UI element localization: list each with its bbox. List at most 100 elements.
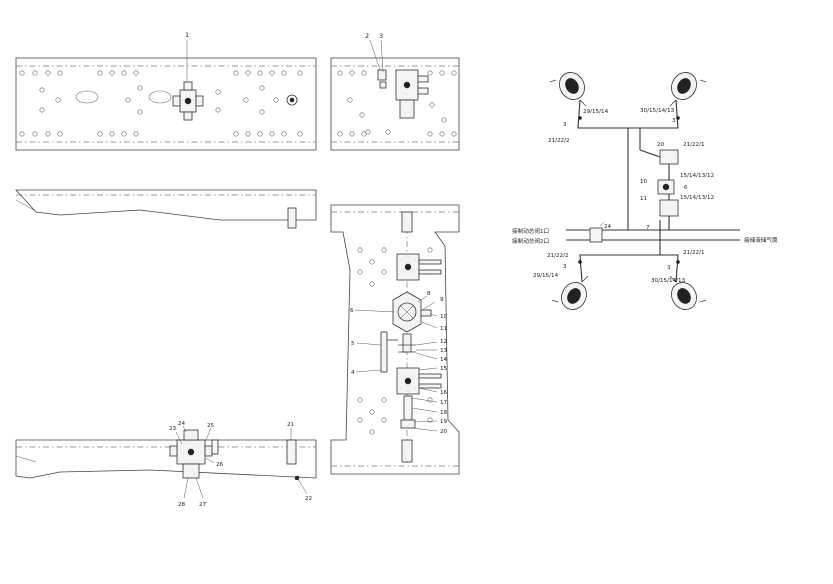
mounting-hole: [349, 70, 355, 76]
schematic-label: 6: [684, 185, 688, 191]
schematic-label: 30/15/14/13: [640, 108, 675, 114]
mounting-hole: [347, 97, 353, 103]
mounting-hole: [109, 131, 115, 137]
schematic-label: 29/15/14: [583, 109, 609, 115]
schematic-label: 21/22/2: [547, 253, 569, 259]
callout-label: 4: [351, 370, 355, 376]
mounting-hole: [233, 131, 239, 137]
mounting-hole: [125, 97, 131, 103]
brake-chamber-bottom-left: [551, 275, 589, 310]
mounting-hole: [297, 70, 303, 76]
schematic-label: 3: [672, 118, 676, 124]
callout-label: 27: [199, 502, 207, 508]
mounting-hole: [243, 97, 249, 103]
mounting-hole: [381, 269, 387, 275]
mounting-hole: [439, 131, 445, 137]
schematic-label: 29/15/14: [533, 273, 559, 279]
mounting-hole: [259, 109, 265, 115]
callout-label: 5: [351, 341, 355, 347]
mounting-hole: [357, 269, 363, 275]
callout-label: 24: [178, 421, 186, 427]
callout-label: 25: [207, 423, 215, 429]
mounting-hole: [357, 397, 363, 403]
mounting-hole: [215, 107, 221, 113]
mounting-hole: [45, 131, 51, 137]
relay-valve-assembly: [377, 69, 429, 119]
mounting-hole: [361, 70, 367, 76]
mounting-hole: [97, 131, 103, 137]
mounting-hole: [441, 117, 447, 123]
schematic-label: 24: [604, 224, 612, 230]
mounting-hole: [439, 70, 445, 76]
callout-label: 26: [216, 462, 224, 468]
callout-label: 6: [350, 308, 354, 314]
callout-label: 1: [185, 31, 189, 39]
frame-plan-view-right: 2 3: [330, 32, 460, 151]
mounting-hole: [427, 131, 433, 137]
callout-label: 13: [440, 348, 448, 354]
schematic-label: 21/22/2: [548, 138, 570, 144]
brake-air-schematic: 29/15/14 30/15/14/13 3 3 21/22/2 21/22/1…: [512, 72, 778, 310]
mounting-hole: [233, 70, 239, 76]
schematic-label: 3: [563, 264, 567, 270]
callout-label: 28: [178, 502, 186, 508]
mounting-hole: [121, 70, 127, 76]
mounting-hole: [57, 131, 63, 137]
mounting-hole: [259, 85, 265, 91]
callout-label: 10: [440, 314, 448, 320]
schematic-label: 3: [563, 122, 567, 128]
schematic-relay-valve-20: [659, 149, 679, 165]
brake-chamber-top-left: [549, 72, 587, 107]
valve-part-1: [172, 81, 204, 121]
schematic-label: 3: [667, 265, 671, 271]
schematic-label: 接储液储气筒: [744, 236, 778, 244]
mounting-hole: [257, 70, 263, 76]
schematic-label: 7: [646, 225, 650, 231]
main-control-valve: [380, 291, 432, 373]
schematic-label: 接制动总阀1口: [512, 227, 549, 235]
mounting-hole: [451, 70, 457, 76]
mounting-hole: [245, 131, 251, 137]
mounting-hole: [427, 397, 433, 403]
mounting-hole: [357, 247, 363, 253]
callout-label: 11: [440, 326, 448, 332]
mounting-hole: [369, 409, 375, 415]
mounting-hole: [281, 70, 287, 76]
callout-label: 17: [440, 400, 448, 406]
mounting-hole: [359, 112, 365, 118]
schematic-label: 15/14/13/12: [680, 195, 714, 201]
mounting-hole: [39, 87, 45, 93]
mounting-hole: [429, 102, 435, 108]
mounting-hole: [121, 131, 127, 137]
callout-label: 18: [440, 410, 448, 416]
mounting-hole: [269, 70, 275, 76]
mounting-hole: [137, 109, 143, 115]
callout-label: 23: [169, 426, 177, 432]
mounting-hole: [215, 89, 221, 95]
callout-label: 14: [440, 357, 448, 363]
mounting-hole: [57, 70, 63, 76]
mounting-hole: [369, 281, 375, 287]
mounting-hole: [381, 247, 387, 253]
mounting-hole: [361, 131, 367, 137]
mounting-hole: [39, 107, 45, 113]
frame-side-view: 24 25 23 26 28 27 21 22: [15, 189, 317, 508]
callout-label: 2: [365, 32, 369, 40]
callout-label: 22: [305, 496, 312, 502]
mounting-hole: [337, 70, 343, 76]
mounting-hole: [257, 131, 263, 137]
mounting-hole: [281, 131, 287, 137]
relay-valve-lower: [396, 367, 442, 395]
mounting-hole: [337, 131, 343, 137]
callout-label: 3: [379, 32, 383, 40]
schematic-label: 21/22/1: [683, 142, 705, 148]
callout-label: 12: [440, 339, 447, 345]
mounting-hole: [45, 70, 51, 76]
mounting-hole: [269, 131, 275, 137]
mounting-hole: [369, 429, 375, 435]
brake-chamber-top-right: [669, 72, 707, 107]
frame-plan-view-left: 1: [15, 31, 317, 151]
mounting-hole: [357, 417, 363, 423]
relay-valve-upper: [396, 253, 442, 281]
schematic-label: 10: [640, 179, 648, 185]
